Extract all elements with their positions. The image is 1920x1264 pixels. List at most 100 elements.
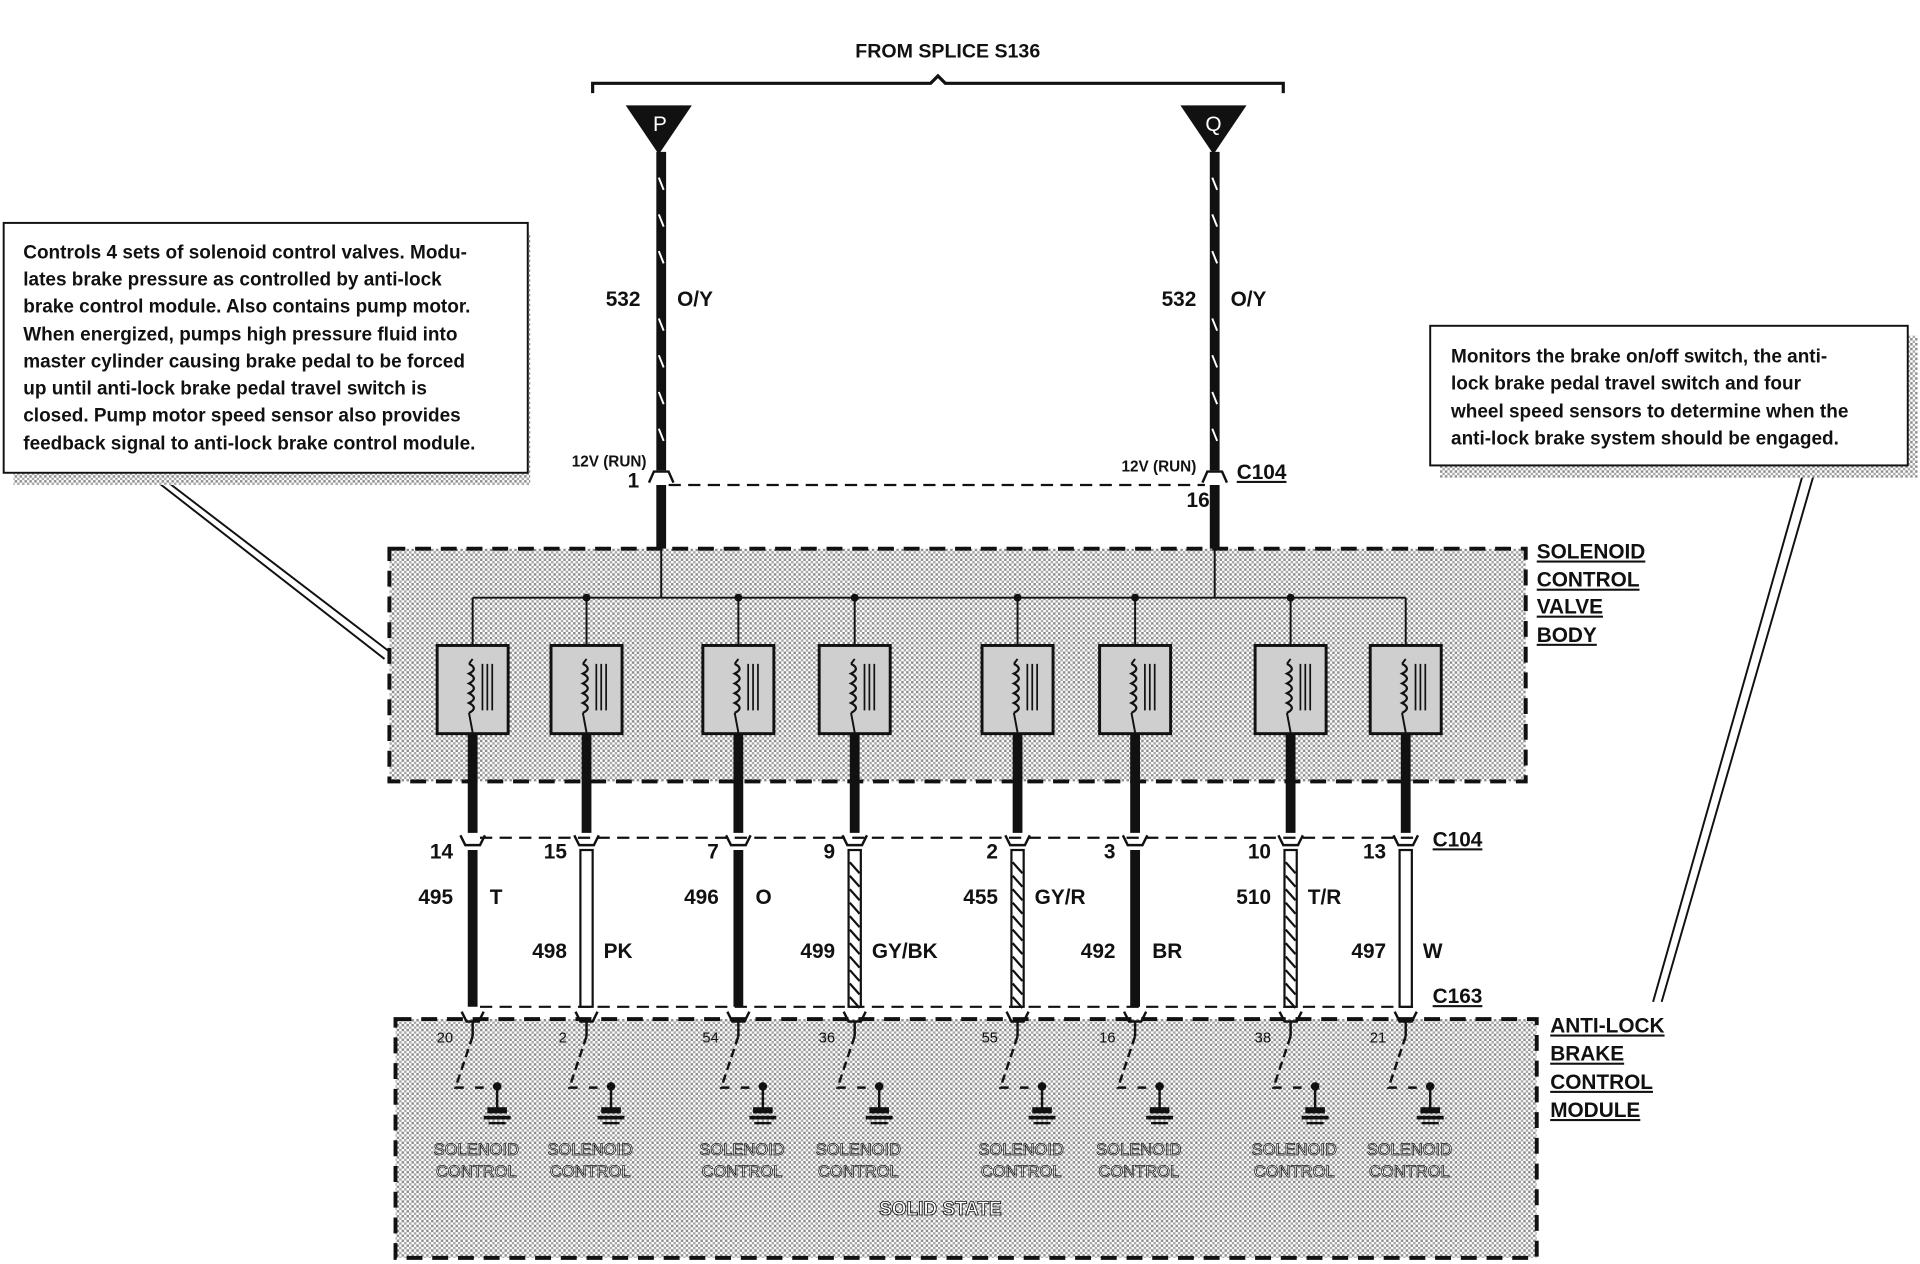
ground-icon	[1305, 1107, 1325, 1114]
wire-color: GY/R	[1035, 886, 1086, 909]
solenoid-control-label: CONTROL	[550, 1162, 631, 1181]
ground-icon	[865, 1115, 893, 1120]
module-label: ANTI-LOCK	[1550, 1015, 1664, 1038]
wire-499-lower	[847, 848, 862, 1008]
solenoid-lead	[1012, 712, 1019, 733]
solenoid-control-label: SOLENOID	[548, 1140, 633, 1159]
ground-icon	[1151, 1121, 1169, 1125]
diagram-title: FROM SPLICE S136	[855, 41, 1040, 63]
switch-contact-icon	[719, 1035, 751, 1089]
callout-right-line: wheel speed sensors to determine when th…	[1450, 402, 1848, 423]
switch-terminal-icon	[874, 1082, 884, 1091]
solid-state-label: SOLID STATE	[879, 1199, 1002, 1220]
pin-left: 1	[628, 469, 640, 492]
ground-icon	[753, 1107, 773, 1114]
splice-q: Q	[1180, 105, 1247, 155]
connector-pin-1	[647, 470, 675, 484]
c104-pin-number: 3	[1104, 841, 1116, 864]
solenoid-lead	[468, 658, 474, 665]
ground-icon	[602, 1121, 620, 1125]
connector-pin-symbol	[1121, 834, 1149, 847]
wire-number: 499	[800, 940, 835, 963]
splice-p: P	[625, 105, 692, 155]
solenoid-control-label: CONTROL	[702, 1162, 783, 1181]
ground-icon	[754, 1121, 772, 1125]
ground-icon	[870, 1121, 888, 1125]
ground-icon	[1033, 1121, 1051, 1125]
switch-terminal-icon	[1155, 1082, 1164, 1091]
switch-contact-icon	[1116, 1035, 1148, 1089]
solenoid-core-icon	[1144, 663, 1156, 711]
solenoid-control-label: CONTROL	[981, 1162, 1062, 1181]
wire-number: 455	[963, 886, 998, 909]
callout-left-leader	[145, 471, 390, 660]
switch-terminal-icon	[758, 1082, 768, 1091]
solenoid-coil-icon	[1128, 662, 1138, 714]
wire-stripe	[1011, 861, 1024, 1009]
callout-right: Monitors the brake on/off switch, the an…	[1429, 324, 1918, 478]
ground-icon	[488, 1121, 506, 1125]
connector-c104-top: C104	[1237, 461, 1287, 484]
callout-right-line: lock brake pedal travel switch and four	[1451, 373, 1802, 394]
junction-dot	[1131, 593, 1140, 602]
wire-color: T	[490, 886, 503, 909]
junction-dot	[850, 593, 859, 602]
solenoid-lead	[1013, 658, 1019, 665]
solenoid-coil-icon	[732, 662, 741, 714]
solenoid-control-label: SOLENOID	[979, 1140, 1064, 1159]
c104-pin-number: 15	[544, 841, 567, 864]
switch-terminal-icon	[606, 1082, 616, 1091]
solenoid-control-label: CONTROL	[1254, 1162, 1335, 1181]
connector-pin-symbol	[1392, 834, 1420, 847]
solenoid-control-label: CONTROL	[1369, 1162, 1450, 1181]
solenoid-lead	[850, 658, 856, 665]
module-pin-number: 16	[1099, 1030, 1115, 1046]
solenoid-lead	[581, 712, 588, 733]
solenoid-control-label: SOLENOID	[1096, 1140, 1181, 1159]
ground-icon	[749, 1115, 777, 1120]
ground-icon	[483, 1115, 511, 1120]
solenoid-lead	[1286, 658, 1292, 665]
callout-left-line: master cylinder causing brake pedal to b…	[23, 351, 465, 372]
callout-left: Controls 4 sets of solenoid control valv…	[2, 221, 531, 486]
voltage-left: 12V (RUN)	[572, 454, 647, 471]
module-body	[393, 1017, 1539, 1260]
ground-icon	[597, 1115, 625, 1120]
module-pin-number: 21	[1370, 1030, 1386, 1046]
module-label: CONTROL	[1550, 1071, 1653, 1094]
solenoid-core-icon	[1299, 663, 1312, 711]
solenoid-core-icon	[1026, 663, 1038, 711]
callout-right-line: Monitors the brake on/off switch, the an…	[1451, 347, 1827, 368]
module-pin-number: 55	[982, 1030, 998, 1046]
ground-icon	[1146, 1115, 1174, 1120]
switch-terminal-icon	[1310, 1082, 1320, 1091]
splice-p-letter: P	[653, 113, 667, 136]
connector-c163: C163	[1433, 985, 1483, 1008]
solenoid-coil-icon	[848, 662, 857, 714]
connector-pin-symbol	[1004, 834, 1031, 847]
callout-left-line: When energized, pumps high pressure flui…	[23, 324, 457, 345]
wire-455-lower	[1010, 848, 1025, 1008]
callout-left-line: feedback signal to anti-lock brake contr…	[23, 434, 475, 455]
connector-pin-symbol	[459, 834, 486, 847]
switch-contact-icon	[1386, 1035, 1418, 1089]
solenoid-lead	[733, 712, 740, 733]
callout-left-line: brake control module. Also contains pump…	[23, 296, 470, 317]
switch-contact-icon	[1271, 1035, 1303, 1089]
c104-pin-number: 9	[824, 841, 836, 864]
junction-dot	[734, 593, 743, 602]
wire-color-right: O/Y	[1231, 288, 1267, 311]
ground-icon	[601, 1107, 621, 1114]
connector-pin-symbol	[573, 834, 600, 847]
connector-pin-symbol	[1277, 834, 1304, 847]
solenoid-control-label: SOLENOID	[434, 1140, 519, 1159]
wire-510-lower	[1283, 848, 1298, 1008]
solenoid-coil-icon	[1399, 662, 1409, 714]
wire-stripe	[1284, 861, 1297, 1009]
solenoid-control-label: CONTROL	[818, 1162, 899, 1181]
wire-color: O	[756, 886, 772, 909]
wire-color: BR	[1152, 940, 1182, 963]
junction-dot	[582, 593, 591, 602]
module-pin-number: 2	[559, 1030, 567, 1046]
